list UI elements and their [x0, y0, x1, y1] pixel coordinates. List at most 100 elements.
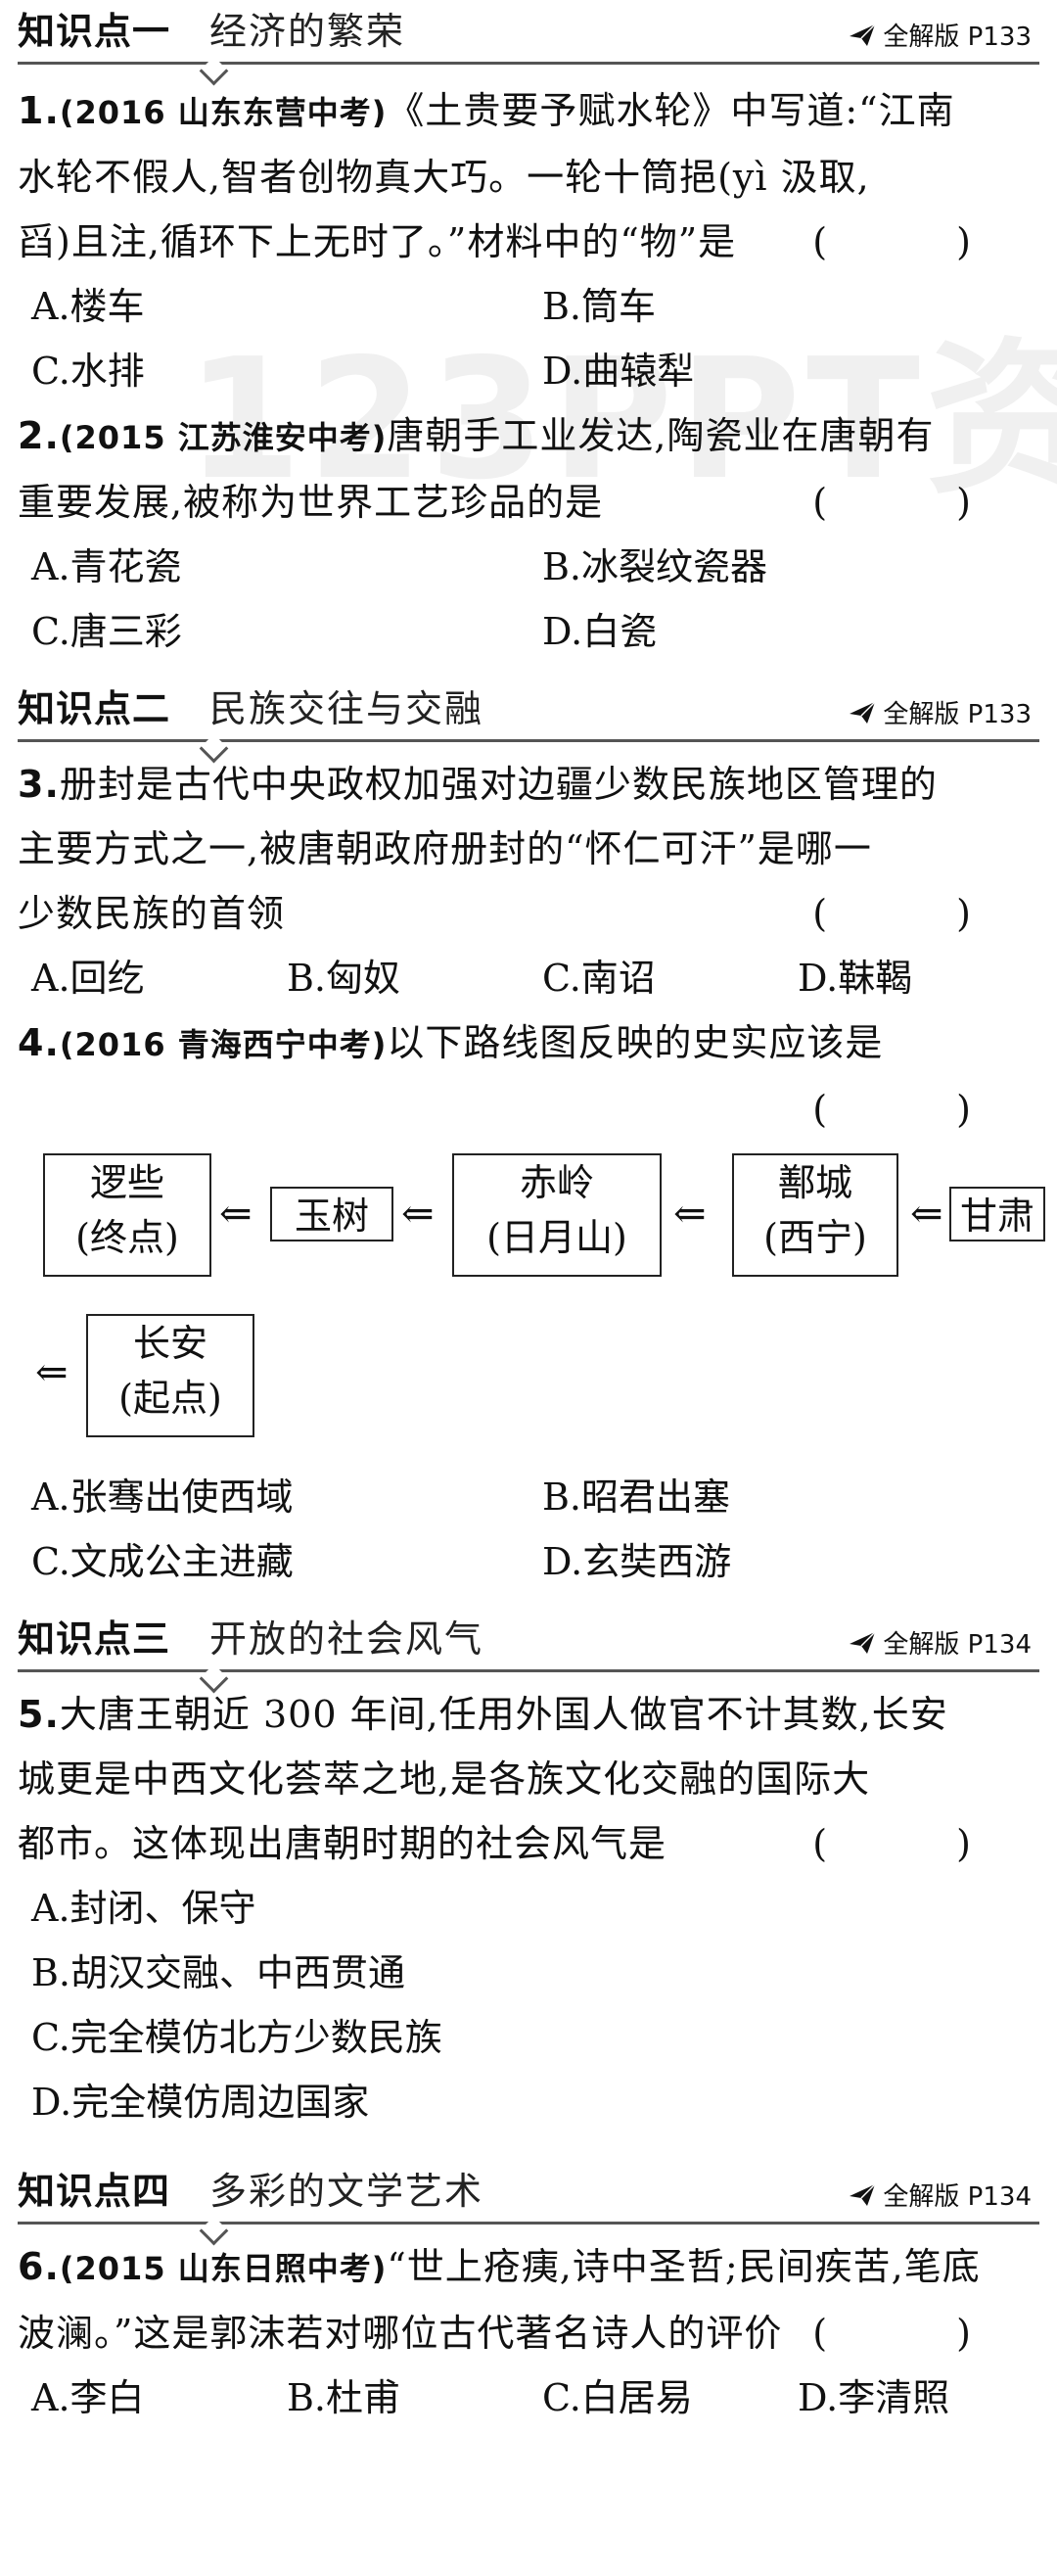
- option-b[interactable]: B.筒车: [542, 285, 657, 328]
- route-box-name: 甘肃: [959, 1194, 1034, 1238]
- option-a[interactable]: A.李白: [31, 2376, 145, 2419]
- question-number: 5.: [18, 1693, 60, 1736]
- option-a[interactable]: A.张骞出使西域: [31, 1475, 294, 1519]
- route-diagram: 逻些 (终点) ⇐ 玉树 ⇐ 赤岭 (日月山) ⇐ 鄯城 (西宁) ⇐ 甘肃 ⇐…: [18, 1142, 1045, 1465]
- option-a[interactable]: A.封闭、保守: [31, 1887, 256, 1930]
- section-kp: 知识点一: [18, 10, 171, 53]
- route-box-name: 鄯城: [777, 1161, 852, 1204]
- question-text-line: 重要发展,被称为世界工艺珍品的是: [18, 481, 604, 524]
- question-text-line: 大唐王朝近 300 年间,任用外国人做官不计其数,长安: [59, 1693, 948, 1736]
- question-text-line: 少数民族的首领: [18, 892, 286, 935]
- question-text-line: “世上疮痍,诗中圣哲;民间疾苦,笔底: [387, 2245, 981, 2288]
- route-box-gansu: 甘肃: [949, 1187, 1045, 1241]
- question-source: (2016 山东东营中考): [59, 94, 388, 131]
- options-2: A.青花瓷 B.冰裂纹瓷器 C.唐三彩 D.白瓷: [18, 535, 1039, 664]
- route-box-changan: 长安 (起点): [86, 1314, 254, 1437]
- section-topic: 民族交往与交融: [209, 687, 484, 730]
- option-c[interactable]: C.水排: [31, 350, 145, 393]
- answer-ref-text: 全解版 P134: [883, 1630, 1032, 1660]
- route-box-note: (日月山): [486, 1216, 627, 1259]
- option-b[interactable]: B.昭君出塞: [542, 1475, 731, 1519]
- answer-blank[interactable]: ( ): [812, 1822, 1030, 1865]
- route-box-chiling: 赤岭 (日月山): [452, 1153, 662, 1277]
- section-rule: [18, 62, 1039, 65]
- question-source: (2015 江苏淮安中考): [59, 419, 388, 456]
- route-box-note: (起点): [118, 1377, 222, 1420]
- route-arrow: ⇐: [35, 1350, 69, 1395]
- answer-ref: 全解版 P133: [848, 17, 1032, 53]
- answer-blank[interactable]: ( ): [812, 220, 1030, 263]
- option-c[interactable]: C.南诏: [542, 957, 656, 1000]
- option-d[interactable]: D.玄奘西游: [542, 1540, 732, 1583]
- option-b[interactable]: B.杜甫: [287, 2376, 401, 2419]
- paper-plane-icon: [850, 700, 876, 724]
- question-number: 1.: [18, 89, 60, 132]
- route-arrow: ⇐: [673, 1192, 707, 1237]
- option-d[interactable]: D.李清照: [798, 2376, 950, 2419]
- section-header-3: 知识点三 开放的社会风气 全解版 P134: [18, 1594, 1039, 1676]
- question-text-line: 波澜。”这是郭沫若对哪位古代著名诗人的评价: [18, 2312, 783, 2355]
- option-a[interactable]: A.青花瓷: [31, 545, 182, 588]
- option-b[interactable]: B.匈奴: [287, 957, 401, 1000]
- option-b[interactable]: B.冰裂纹瓷器: [542, 545, 768, 588]
- answer-blank[interactable]: ( ): [812, 892, 1030, 935]
- question-number: 3.: [18, 763, 60, 806]
- option-d[interactable]: D.白瓷: [542, 610, 658, 653]
- paper-plane-icon: [850, 1630, 876, 1654]
- options-6: A.李白 B.杜甫 C.白居易 D.李清照: [18, 2365, 1039, 2430]
- route-box-name: 逻些: [89, 1161, 164, 1204]
- question-source: (2015 山东日照中考): [59, 2250, 388, 2287]
- question-4: 4.(2016 青海西宁中考)以下路线图反映的史实应该是 ( ): [18, 1010, 1039, 1142]
- option-a[interactable]: A.回纥: [31, 957, 145, 1000]
- route-box-note: (西宁): [763, 1216, 867, 1259]
- route-arrow: ⇐: [401, 1192, 435, 1237]
- question-5: 5.大唐王朝近 300 年间,任用外国人做官不计其数,长安 城更是中西文化荟萃之…: [18, 1682, 1039, 1876]
- section-rule: [18, 739, 1039, 742]
- options-4: A.张骞出使西域 B.昭君出塞 C.文成公主进藏 D.玄奘西游: [18, 1465, 1039, 1594]
- route-box-name: 长安: [132, 1322, 207, 1365]
- options-1: A.楼车 B.筒车 C.水排 D.曲辕犁: [18, 274, 1039, 403]
- section-topic: 多彩的文学艺术: [209, 2170, 484, 2213]
- option-d[interactable]: D.靺鞨: [798, 957, 913, 1000]
- option-d[interactable]: D.完全模仿周边国家: [31, 2081, 370, 2124]
- option-c[interactable]: C.唐三彩: [31, 610, 182, 653]
- section-header-1: 知识点一 经济的繁荣 全解版 P133: [18, 0, 1039, 69]
- option-a[interactable]: A.楼车: [31, 285, 145, 328]
- question-text-line: 城更是中西文化荟萃之地,是各族文化交融的国际大: [18, 1757, 871, 1801]
- question-text-line: 唐朝手工业发达,陶瓷业在唐朝有: [387, 414, 935, 457]
- section-kp: 知识点四: [18, 2170, 171, 2213]
- question-2: 2.(2015 江苏淮安中考)唐朝手工业发达,陶瓷业在唐朝有 重要发展,被称为世…: [18, 403, 1039, 535]
- question-text-line: 主要方式之一,被唐朝政府册封的“怀仁可汗”是哪一: [18, 827, 872, 870]
- question-text-line: 都市。这体现出唐朝时期的社会风气是: [18, 1822, 667, 1865]
- answer-ref-text: 全解版 P134: [883, 2182, 1032, 2212]
- question-number: 6.: [18, 2245, 60, 2288]
- question-text-line: 《土贵要予赋水轮》中写道:“江南: [387, 89, 955, 132]
- question-text-line: 舀)且注,循环下上无时了。”材料中的“物”是: [18, 220, 737, 263]
- option-c[interactable]: C.完全模仿北方少数民族: [31, 2016, 442, 2059]
- route-box-shancheng: 鄯城 (西宁): [732, 1153, 898, 1277]
- section-header-2: 知识点二 民族交往与交融 全解版 P133: [18, 664, 1039, 746]
- section-header-4: 知识点四 多彩的文学艺术 全解版 P134: [18, 2134, 1039, 2228]
- question-text-line: 册封是古代中央政权加强对边疆少数民族地区管理的: [59, 763, 938, 806]
- paper-plane-icon: [850, 2182, 876, 2206]
- options-5: A.封闭、保守 B.胡汉交融、中西贯通 C.完全模仿北方少数民族 D.完全模仿周…: [18, 1876, 1039, 2134]
- option-c[interactable]: C.文成公主进藏: [31, 1540, 294, 1583]
- answer-blank[interactable]: ( ): [812, 2312, 1030, 2355]
- options-3: A.回纥 B.匈奴 C.南诏 D.靺鞨: [18, 946, 1039, 1010]
- paper-plane-icon: [850, 23, 876, 46]
- question-1: 1.(2016 山东东营中考)《土贵要予赋水轮》中写道:“江南 水轮不假人,智者…: [18, 78, 1039, 274]
- option-c[interactable]: C.白居易: [542, 2376, 693, 2419]
- route-box-name: 赤岭: [519, 1161, 594, 1204]
- section-topic: 经济的繁荣: [209, 10, 406, 53]
- answer-blank[interactable]: ( ): [812, 481, 1030, 524]
- question-source: (2016 青海西宁中考): [59, 1026, 388, 1063]
- question-3: 3.册封是古代中央政权加强对边疆少数民族地区管理的 主要方式之一,被唐朝政府册封…: [18, 752, 1039, 946]
- answer-blank[interactable]: ( ): [812, 1088, 1030, 1131]
- answer-ref: 全解版 P133: [848, 694, 1032, 730]
- option-b[interactable]: B.胡汉交融、中西贯通: [31, 1951, 406, 1994]
- option-d[interactable]: D.曲辕犁: [542, 350, 695, 393]
- question-number: 4.: [18, 1021, 60, 1064]
- question-number: 2.: [18, 414, 60, 457]
- question-6: 6.(2015 山东日照中考)“世上疮痍,诗中圣哲;民间疾苦,笔底 波澜。”这是…: [18, 2234, 1039, 2365]
